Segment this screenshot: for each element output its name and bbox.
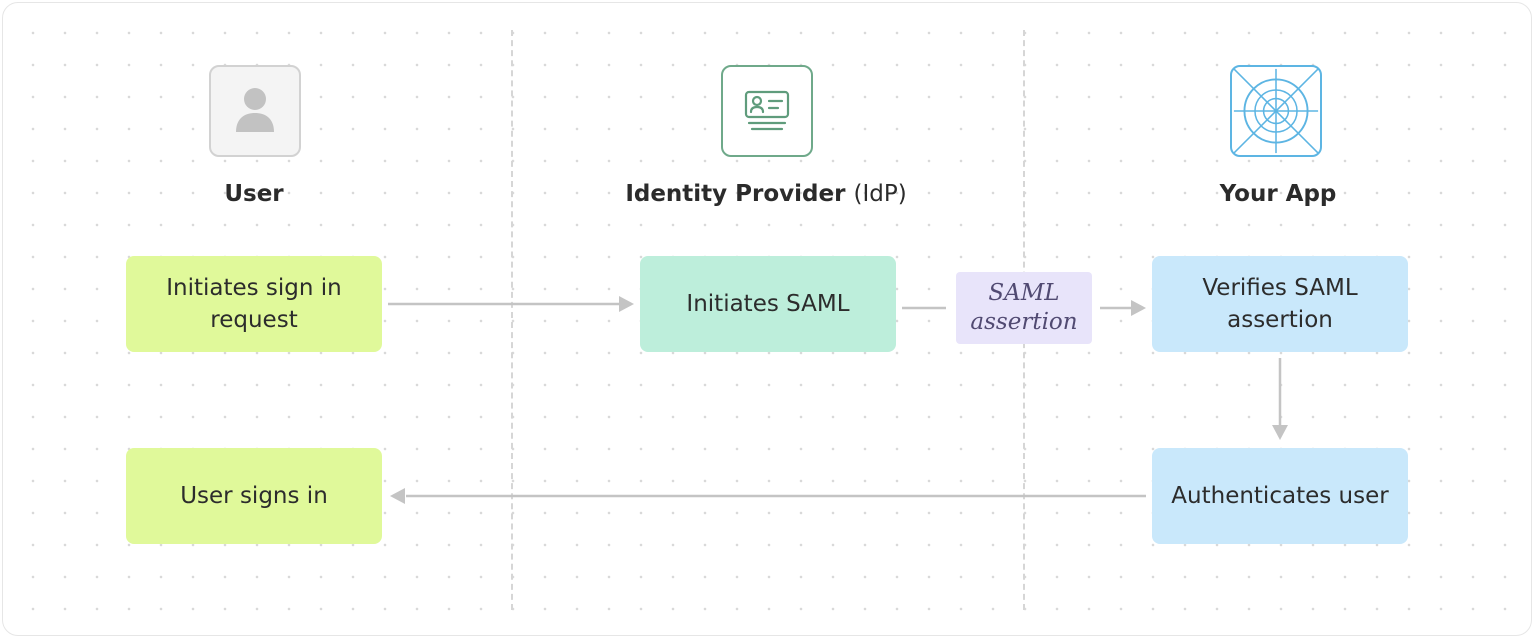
step-verifies-saml-label: Verifies SAML assertion bbox=[1202, 275, 1358, 333]
column-heading-app-text: Your App bbox=[1219, 181, 1337, 207]
column-heading-idp: Identity Provider (IdP) bbox=[566, 176, 966, 212]
column-heading-idp-suffix: (IdP) bbox=[853, 181, 907, 207]
column-divider-left bbox=[511, 30, 513, 610]
step-initiates-sign-in: Initiates sign in request bbox=[126, 256, 382, 352]
column-heading-app: Your App bbox=[1178, 176, 1378, 212]
column-heading-user: User bbox=[154, 176, 354, 212]
arrowhead-right-idp bbox=[619, 296, 634, 312]
step-verifies-saml: Verifies SAML assertion bbox=[1152, 256, 1408, 352]
arrowhead-right-app bbox=[1131, 300, 1146, 316]
saml-assertion-tag: SAML assertion bbox=[956, 272, 1092, 344]
user-avatar-icon bbox=[209, 65, 301, 157]
column-heading-idp-text: Identity Provider bbox=[625, 181, 846, 207]
arrowhead-left-user bbox=[390, 488, 405, 504]
step-authenticates-user-label: Authenticates user bbox=[1171, 483, 1389, 509]
step-user-signs-in-label: User signs in bbox=[180, 483, 328, 509]
step-authenticates-user: Authenticates user bbox=[1152, 448, 1408, 544]
arrowhead-down-auth bbox=[1272, 425, 1288, 440]
step-user-signs-in: User signs in bbox=[126, 448, 382, 544]
step-initiates-saml: Initiates SAML bbox=[640, 256, 896, 352]
column-heading-user-text: User bbox=[224, 181, 284, 207]
app-grid-logo-icon bbox=[1230, 65, 1322, 157]
id-card-icon bbox=[721, 65, 813, 157]
step-initiates-saml-label: Initiates SAML bbox=[686, 291, 850, 317]
step-initiates-sign-in-label: Initiates sign in request bbox=[166, 275, 342, 333]
saml-assertion-label: SAML assertion bbox=[970, 280, 1078, 335]
